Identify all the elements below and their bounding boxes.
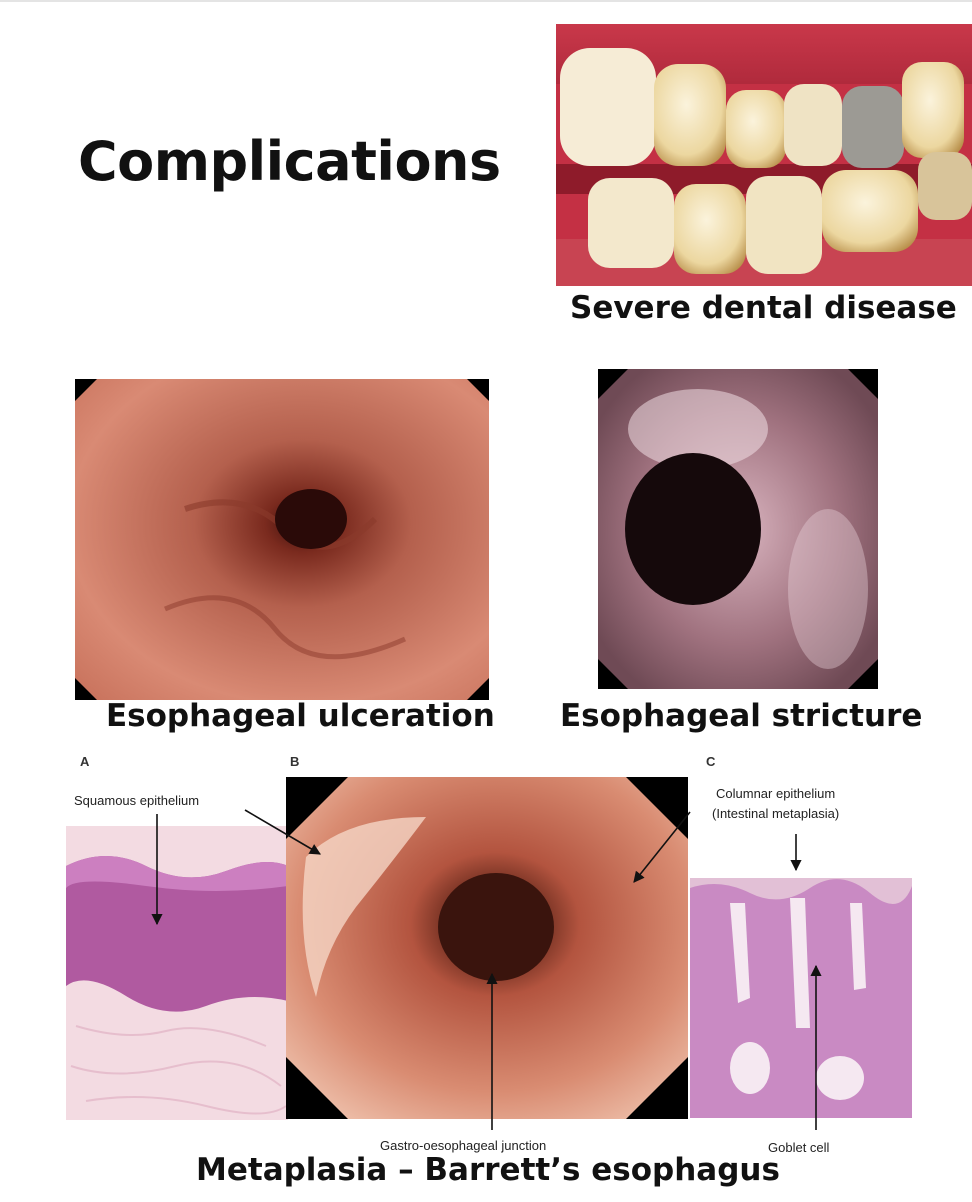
dental-photo	[556, 24, 972, 286]
columnar-arrow-left	[633, 811, 691, 883]
stricture-photo	[598, 369, 878, 689]
panel-a-letter: A	[80, 754, 90, 769]
gej-label: Gastro-oesophageal junction	[380, 1138, 547, 1153]
columnar-label-line2: (Intestinal metaplasia)	[712, 806, 840, 821]
ulceration-caption: Esophageal ulceration	[106, 698, 495, 734]
squamous-arrow-right	[244, 809, 321, 855]
goblet-label: Goblet cell	[768, 1140, 830, 1155]
barrett-endoscopy-photo	[286, 777, 688, 1119]
columnar-label-line1: Columnar epithelium	[716, 786, 836, 801]
ulceration-photo	[75, 379, 489, 700]
panel-b-letter: B	[290, 754, 300, 769]
squamous-label: Squamous epithelium	[74, 793, 200, 808]
columnar-histology-photo	[690, 878, 912, 1118]
stricture-caption: Esophageal stricture	[560, 698, 923, 734]
dental-caption: Severe dental disease	[570, 290, 957, 326]
squamous-histology-photo	[66, 826, 288, 1120]
panel-c-letter: C	[706, 754, 716, 769]
barrett-caption: Metaplasia – Barrett’s esophagus	[196, 1152, 780, 1188]
slide-title: Complications	[78, 130, 501, 193]
